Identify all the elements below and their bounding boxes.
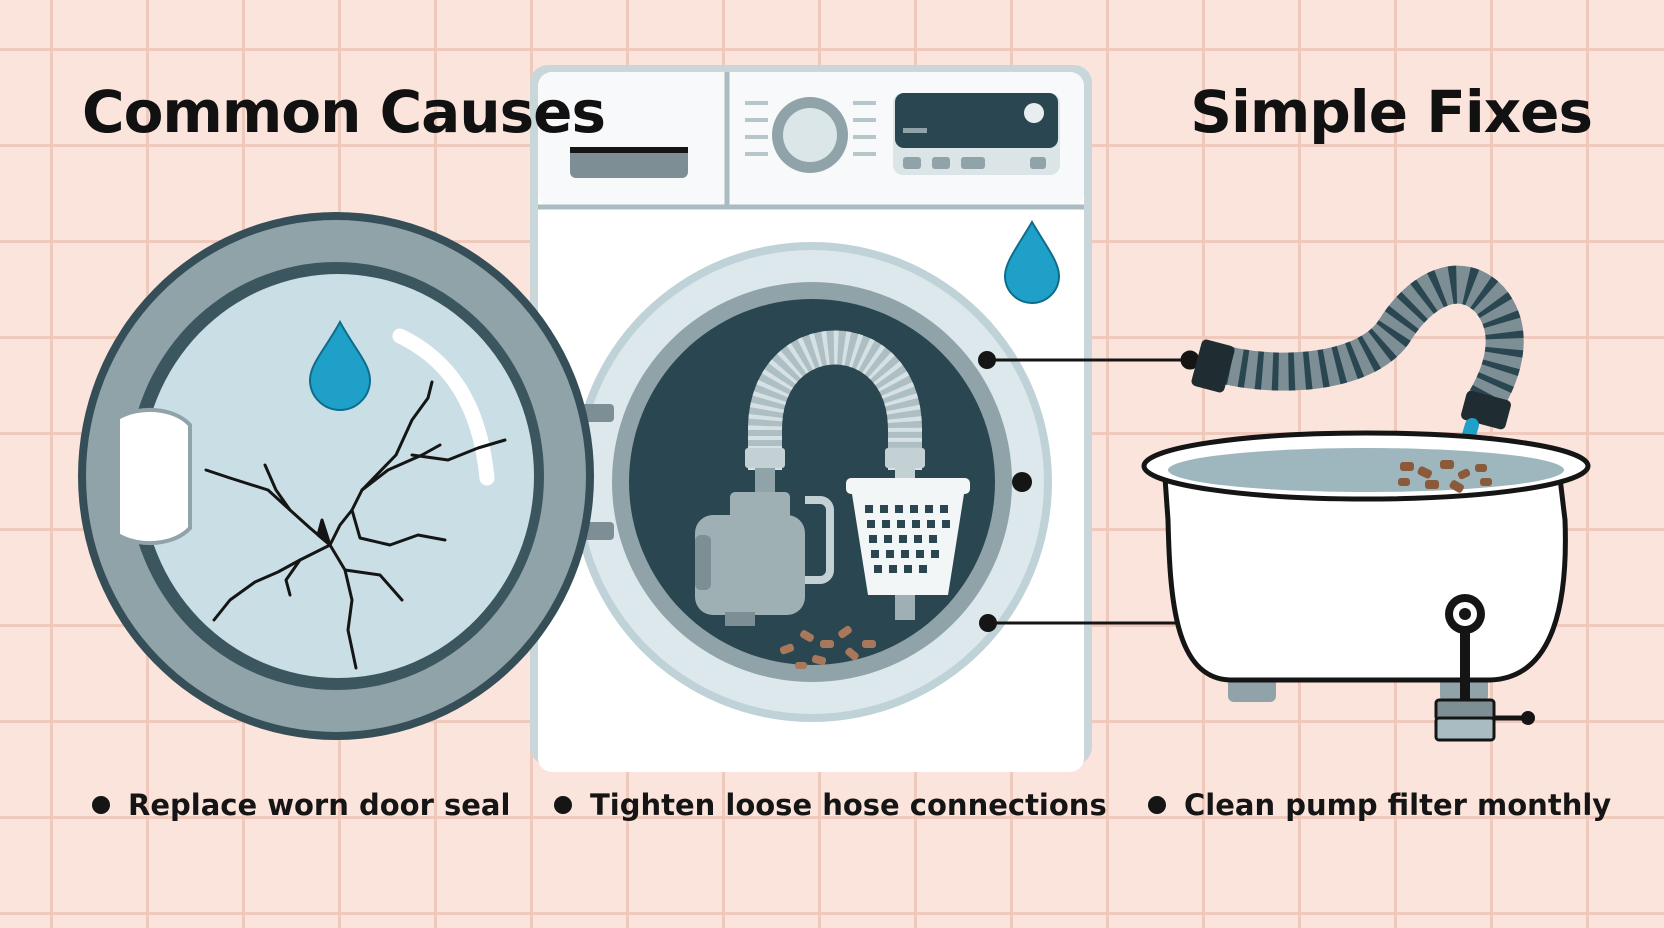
valve-icon (1434, 594, 1535, 742)
common-causes-heading: Common Causes (82, 78, 606, 146)
crack-icon (204, 380, 507, 670)
water-drop-icon (1003, 220, 1061, 304)
pump-icon (695, 492, 834, 626)
washing-machine (530, 65, 1092, 772)
bathtub-icon (1141, 430, 1591, 702)
fix-item-door-seal: Replace worn door seal (92, 788, 510, 822)
water-drop-icon (308, 319, 372, 411)
control-panel (538, 72, 1084, 210)
fix-label: Replace worn door seal (128, 788, 511, 822)
door-glass (142, 274, 534, 678)
door-opening (572, 242, 1052, 722)
fix-label: Tighten loose hose connections (590, 788, 1107, 822)
fix-item-pump-filter: Clean pump filter monthly (1148, 788, 1611, 822)
filter-basket-icon (846, 466, 970, 620)
bullet-icon (1148, 796, 1166, 814)
simple-fixes-heading: Simple Fixes (1190, 78, 1593, 146)
display-panel (893, 93, 1060, 175)
detergent-drawer (570, 148, 688, 178)
door-handle (116, 407, 192, 546)
dial-knob-icon (745, 97, 876, 173)
bullet-icon (554, 796, 572, 814)
bullet-icon (92, 796, 110, 814)
debris-icon (1398, 460, 1492, 493)
open-door (78, 212, 614, 740)
fix-label: Clean pump filter monthly (1184, 788, 1612, 822)
fix-item-hose-connections: Tighten loose hose connections (554, 788, 1107, 822)
debris-icon (779, 625, 876, 669)
